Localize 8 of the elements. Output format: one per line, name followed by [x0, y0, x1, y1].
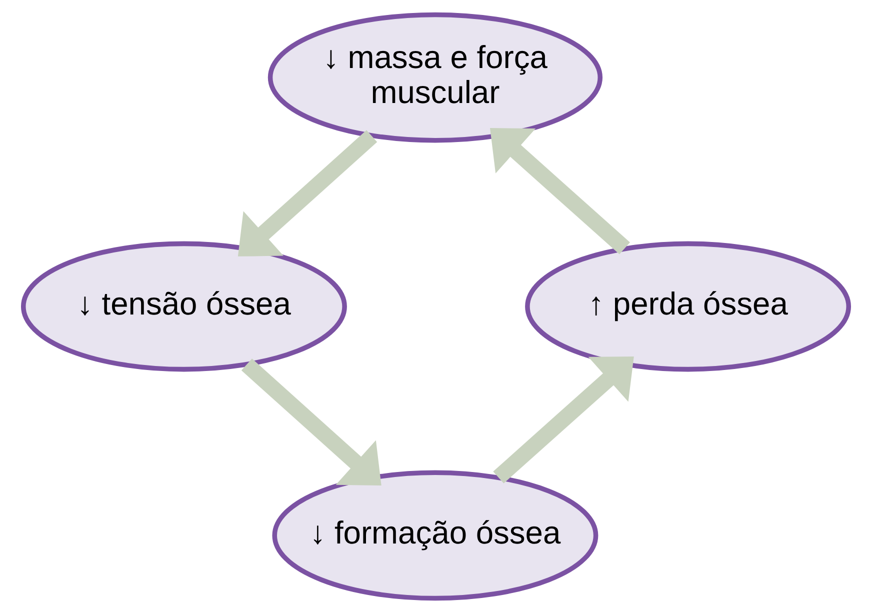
arrow [241, 358, 382, 486]
arrow [493, 356, 634, 484]
arrow [238, 130, 378, 256]
arrow [490, 128, 630, 254]
node-ellipse: ↑ perda óssea [525, 241, 852, 372]
node-ellipse: ↓ tensão óssea [20, 241, 347, 372]
node-ellipse: ↓ formação óssea [272, 470, 598, 601]
node-ellipse: ↓ massa e força muscular [268, 12, 603, 143]
